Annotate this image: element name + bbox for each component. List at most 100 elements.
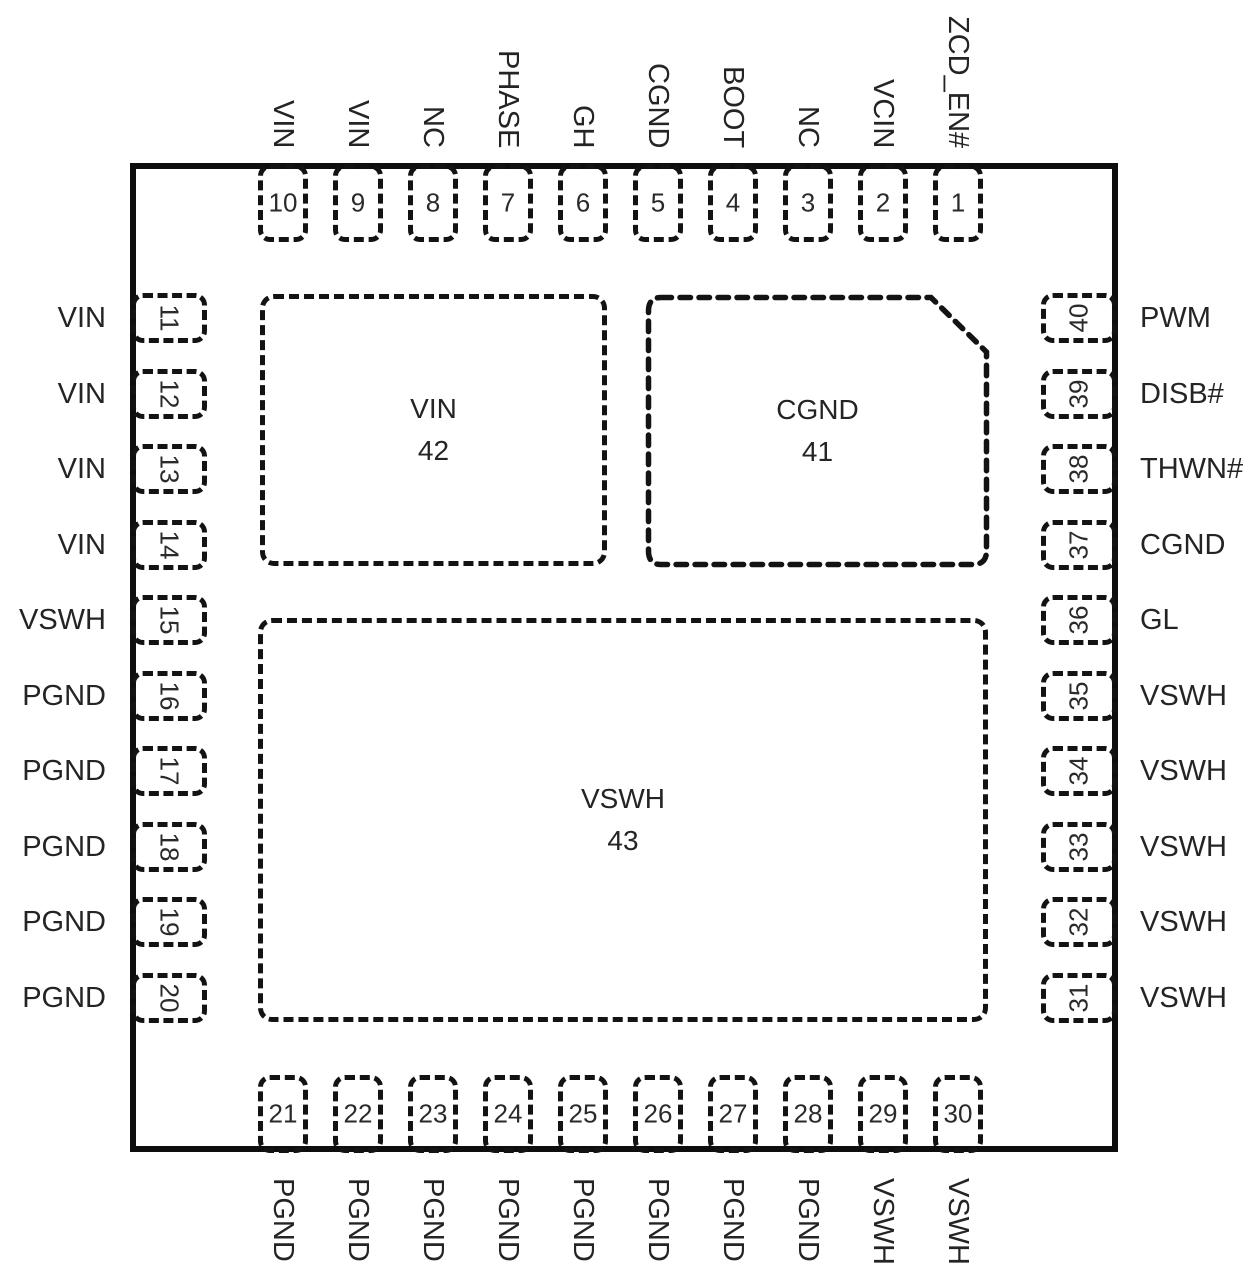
pad-number: 42 xyxy=(417,435,450,466)
pin-number: 16 xyxy=(154,681,185,711)
pin-number: 17 xyxy=(154,756,185,786)
pin-pad-33: 33 xyxy=(1041,822,1117,872)
pad-name: CGND xyxy=(776,394,859,425)
pin-label-top-4: BOOT xyxy=(717,65,749,148)
pin-number: 4 xyxy=(725,187,741,218)
pin-pad-23: 23 xyxy=(408,1075,458,1153)
pad-number: 41 xyxy=(801,436,834,467)
pin-label-right-37: CGND xyxy=(1140,529,1226,561)
pin-pad-24: 24 xyxy=(483,1075,533,1153)
pin-pad-3: 3 xyxy=(783,164,833,242)
pin-number: 22 xyxy=(343,1098,373,1129)
pin-label-bottom-23: PGND xyxy=(417,1178,449,1262)
pin-label-right-40: PWM xyxy=(1140,302,1211,334)
pin-label-left-16: PGND xyxy=(22,680,106,712)
pin-label-right-39: DISB# xyxy=(1140,378,1224,410)
pin-number: 35 xyxy=(1063,681,1094,711)
pin-label-right-31: VSWH xyxy=(1140,982,1227,1014)
pin-label-right-38: THWN# xyxy=(1140,453,1244,485)
pin-number: 13 xyxy=(154,454,185,484)
pin-number: 14 xyxy=(154,530,185,560)
pin-number: 5 xyxy=(650,187,666,218)
pin-label-bottom-25: PGND xyxy=(567,1178,599,1262)
pin-label-left-20: PGND xyxy=(22,982,106,1014)
pin-number: 23 xyxy=(418,1098,448,1129)
pin-number: 12 xyxy=(154,379,185,409)
pin-pad-27: 27 xyxy=(708,1075,758,1153)
pin-pad-39: 39 xyxy=(1041,369,1117,419)
pin-label-top-10: VIN xyxy=(267,99,299,148)
pin-pad-4: 4 xyxy=(708,164,758,242)
pin-number: 25 xyxy=(568,1098,598,1129)
pin-pad-15: 15 xyxy=(131,595,207,645)
pin-label-top-3: NC xyxy=(792,106,824,148)
pin-pad-20: 20 xyxy=(131,973,207,1023)
pin-number: 26 xyxy=(643,1098,673,1129)
pin-label-top-6: GH xyxy=(567,104,599,149)
center-pad-cgnd-label: CGND 41 xyxy=(776,389,858,473)
center-pad-cgnd-shape xyxy=(645,294,990,568)
pin-label-bottom-29: VSWH xyxy=(867,1178,899,1265)
pin-label-top-8: NC xyxy=(417,106,449,148)
chip-outline xyxy=(130,163,1118,1152)
pin-label-left-15: VSWH xyxy=(19,604,106,636)
pin-pad-13: 13 xyxy=(131,444,207,494)
pin-label-right-36: GL xyxy=(1140,604,1179,636)
pin-number: 3 xyxy=(800,187,816,218)
pin-label-top-7: PHASE xyxy=(492,49,524,148)
pin-pad-40: 40 xyxy=(1041,293,1117,343)
pin-number: 11 xyxy=(154,304,185,332)
pin-label-bottom-21: PGND xyxy=(267,1178,299,1262)
pin-pad-17: 17 xyxy=(131,746,207,796)
pin-number: 9 xyxy=(350,187,366,218)
pin-pad-10: 10 xyxy=(258,164,308,242)
pin-number: 24 xyxy=(493,1098,523,1129)
pin-label-top-2: VCIN xyxy=(867,78,899,148)
pin-number: 36 xyxy=(1063,605,1094,635)
center-pad-vin-label: VIN 42 xyxy=(410,388,457,472)
pin-number: 21 xyxy=(268,1098,298,1129)
pin-number: 33 xyxy=(1063,832,1094,862)
pin-pad-34: 34 xyxy=(1041,746,1117,796)
pin-pad-14: 14 xyxy=(131,520,207,570)
pin-number: 15 xyxy=(154,605,185,635)
pin-pad-21: 21 xyxy=(258,1075,308,1153)
pin-label-right-33: VSWH xyxy=(1140,831,1227,863)
pin-label-top-5: CGND xyxy=(642,62,674,148)
pin-label-bottom-30: VSWH xyxy=(942,1178,974,1265)
pin-number: 20 xyxy=(154,983,185,1013)
center-pad-vswh: VSWH 43 xyxy=(258,618,988,1022)
pin-number: 2 xyxy=(875,187,891,218)
pin-label-top-1: ZCD_EN# xyxy=(942,15,974,148)
pin-number: 31 xyxy=(1063,983,1094,1013)
pin-pad-8: 8 xyxy=(408,164,458,242)
pin-pad-26: 26 xyxy=(633,1075,683,1153)
pin-pad-11: 11 xyxy=(131,293,207,343)
pin-label-left-12: VIN xyxy=(57,378,106,410)
pin-pad-7: 7 xyxy=(483,164,533,242)
pin-pad-29: 29 xyxy=(858,1075,908,1153)
pin-pad-30: 30 xyxy=(933,1075,983,1153)
pad-name: VIN xyxy=(410,393,457,424)
pin-label-bottom-22: PGND xyxy=(342,1178,374,1262)
pad-name: VSWH xyxy=(581,783,665,814)
pin-pad-16: 16 xyxy=(131,671,207,721)
pin-pad-22: 22 xyxy=(333,1075,383,1153)
pin-number: 8 xyxy=(425,187,441,218)
pin-pad-31: 31 xyxy=(1041,973,1117,1023)
pin-number: 18 xyxy=(154,832,185,862)
pin-label-left-17: PGND xyxy=(22,755,106,787)
pin-pad-9: 9 xyxy=(333,164,383,242)
pin-number: 39 xyxy=(1063,379,1094,409)
pin-number: 37 xyxy=(1063,530,1094,560)
pin-number: 10 xyxy=(268,187,298,218)
pin-number: 30 xyxy=(943,1098,973,1129)
pin-pad-18: 18 xyxy=(131,822,207,872)
pad-number: 43 xyxy=(607,825,639,856)
center-pad-cgnd: CGND 41 xyxy=(645,294,990,568)
pin-label-right-32: VSWH xyxy=(1140,906,1227,938)
pin-pad-19: 19 xyxy=(131,897,207,947)
